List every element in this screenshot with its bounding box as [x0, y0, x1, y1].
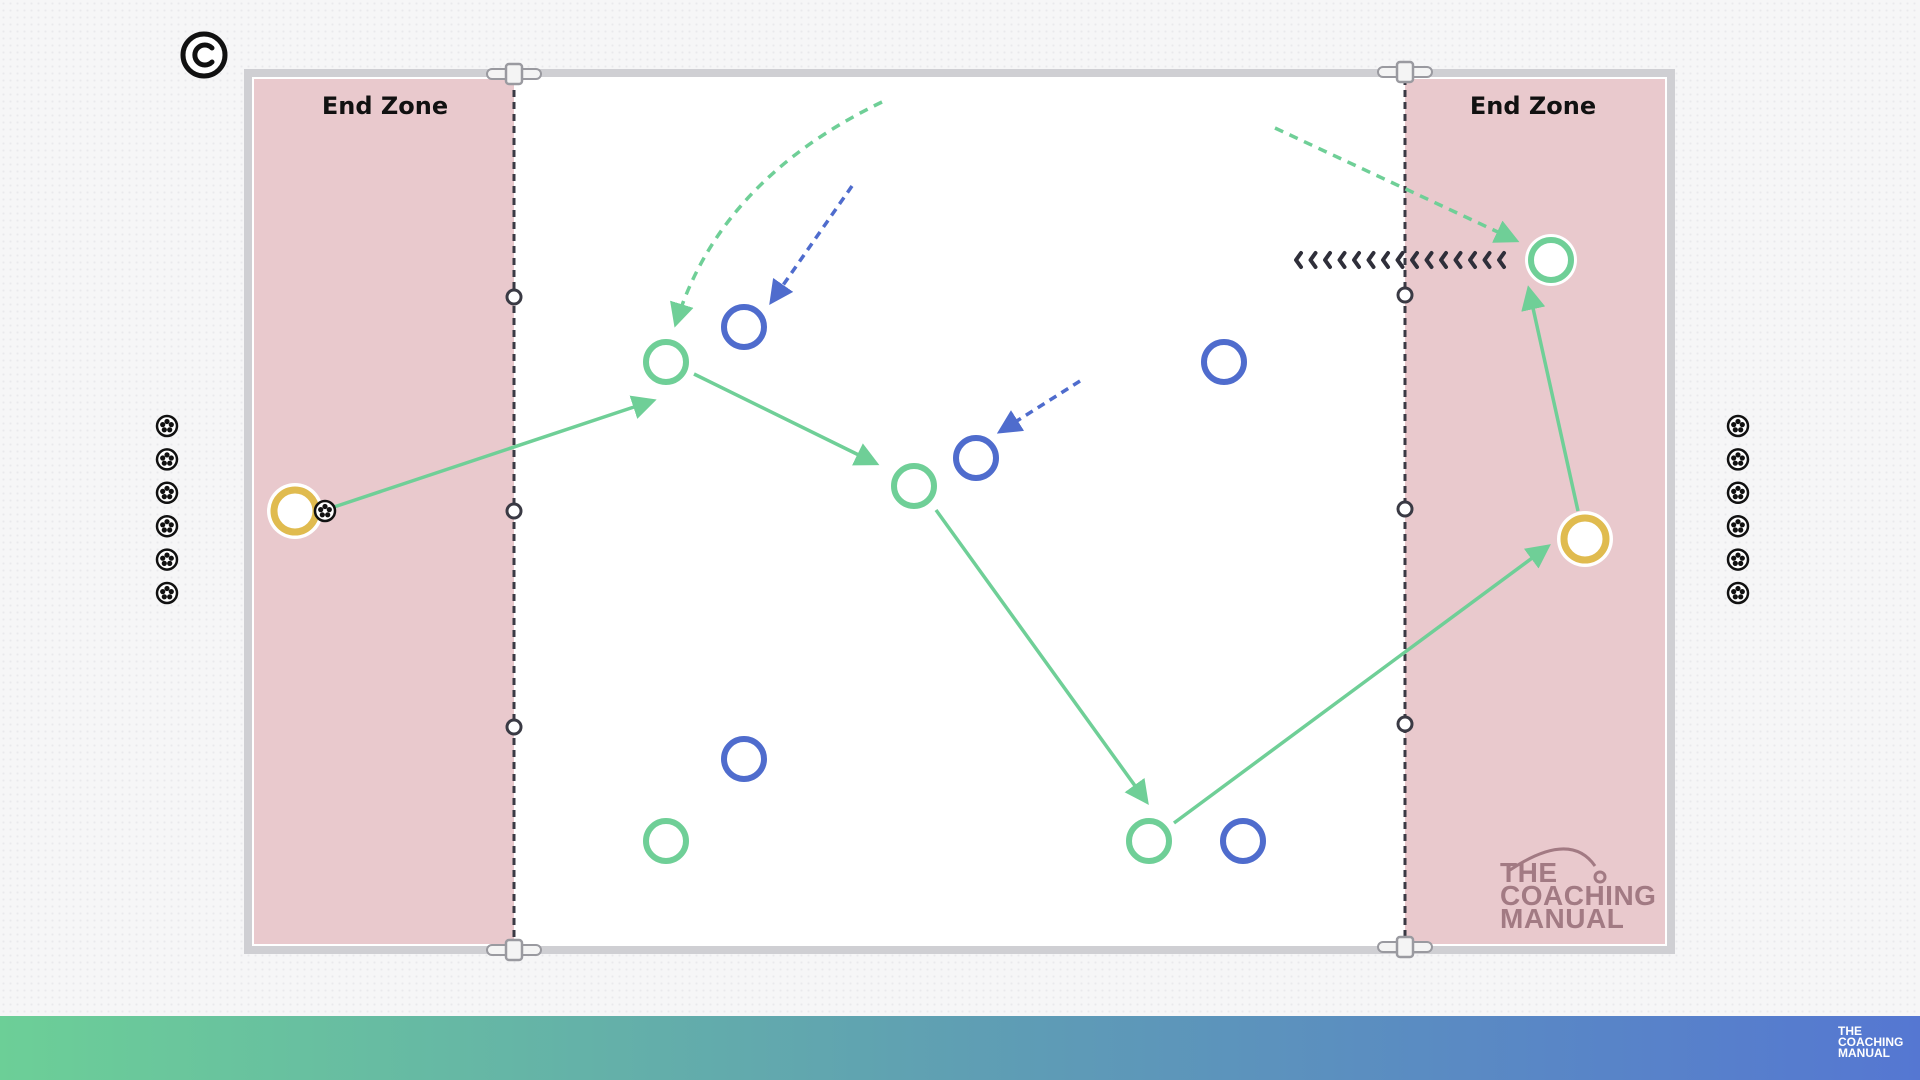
attacker-player [643, 818, 689, 864]
ball-icon [155, 581, 179, 605]
players [267, 234, 1613, 864]
ball-icon [313, 499, 337, 523]
target-player [270, 486, 320, 536]
movement-lines [333, 100, 1580, 825]
dribble-chevron [1308, 251, 1318, 269]
ball-icon [155, 548, 179, 571]
dribble-chevron [1424, 251, 1434, 269]
watermark-ball-icon [1593, 870, 1607, 884]
pass-arrow [1172, 544, 1551, 825]
dribble-chevron [1410, 251, 1419, 269]
pass-arrow [934, 508, 1149, 805]
footer-logo: THE COACHING MANUAL [1838, 1024, 1910, 1072]
ball-icon [155, 514, 179, 538]
cone [505, 288, 523, 306]
defender-player [1201, 339, 1247, 385]
dribble-chevron [1453, 251, 1463, 269]
attacker-player [1126, 818, 1172, 864]
attacker-player [1528, 237, 1574, 283]
run-arrow [1274, 126, 1520, 243]
defender-player [721, 736, 767, 782]
pass-arrow [693, 372, 880, 466]
ball-stack-left [155, 414, 179, 605]
watermark-line-1: THE [1500, 857, 1558, 888]
zone-cones [505, 286, 1414, 736]
right-end-zone [1405, 79, 1665, 944]
watermark-swoosh-icon [1509, 847, 1597, 872]
run-arrow [670, 100, 883, 328]
watermark-line-3: MANUAL [1500, 903, 1624, 934]
defender-player [1220, 818, 1266, 864]
footer-bar: THE COACHING MANUAL [0, 1016, 1920, 1080]
dribble-chevron [1497, 251, 1506, 269]
ball-icon [155, 481, 179, 505]
cone [505, 502, 523, 520]
pass-arrow [1521, 285, 1580, 512]
defender-player [953, 435, 999, 481]
defender-move-arrow [769, 185, 854, 306]
ball-icon [155, 448, 179, 471]
dribble-chevron [1337, 251, 1347, 269]
dribble-chevron [1439, 251, 1448, 269]
cone [1396, 286, 1414, 304]
footer-logo-line-2: COACHING [1838, 1035, 1904, 1049]
watermark-logo: THE COACHING MANUAL [1500, 847, 1656, 934]
dribble-chevron [1352, 251, 1361, 269]
attacker-player [891, 463, 937, 509]
dribble-chevron [1366, 251, 1376, 269]
ball-icon [1726, 548, 1750, 571]
footer-logo-line-3: MANUAL [1838, 1046, 1890, 1060]
dribble-chevron [1381, 251, 1390, 269]
left-end-zone-label: End Zone [322, 92, 448, 120]
dribble-chevron [1294, 251, 1303, 269]
pass-arrow [333, 395, 657, 509]
ball-icon [1726, 481, 1750, 505]
dribble-chevrons [1294, 251, 1506, 269]
dribble-chevron [1468, 251, 1477, 269]
dribble-chevron [1395, 251, 1405, 269]
defender-player [721, 304, 767, 350]
cone [1396, 500, 1414, 518]
dribble-chevron [1323, 251, 1332, 269]
ball-icon [1726, 581, 1750, 605]
ball-icon [1726, 414, 1750, 438]
footer-logo-line-1: THE [1838, 1024, 1862, 1038]
right-end-zone-label: End Zone [1470, 92, 1596, 120]
ball-icon [1726, 514, 1750, 538]
ball-icon [1726, 448, 1750, 471]
attacker-player [643, 339, 689, 385]
ball-icon [155, 414, 179, 438]
pitch: End Zone End Zone [244, 69, 1675, 954]
target-player [1560, 514, 1610, 564]
copyright-icon [180, 31, 228, 79]
ball-stack-right [1726, 414, 1750, 605]
watermark-line-2: COACHING [1500, 880, 1656, 911]
cone [1396, 715, 1414, 733]
dribble-chevron [1482, 251, 1492, 269]
defender-move-arrow [996, 379, 1081, 434]
cone [505, 718, 523, 736]
